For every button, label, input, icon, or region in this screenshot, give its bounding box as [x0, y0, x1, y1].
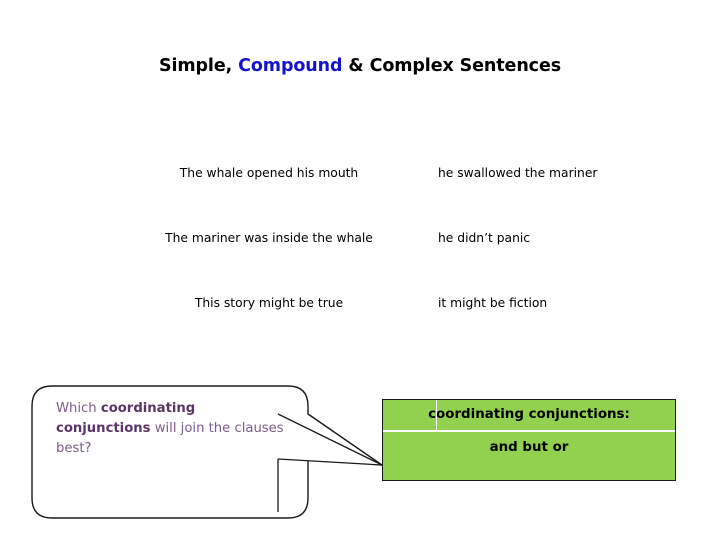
answer-box-cell-divider: [436, 400, 437, 431]
speech-bubble-outline-icon: [31, 385, 383, 519]
clause-table: The whale opened his mouth he swallowed …: [100, 140, 660, 335]
title-highlight-compound: Compound: [238, 56, 343, 76]
bubble-text-part1: Which: [56, 401, 101, 416]
speech-bubble-text: Which coordinating conjunctions will joi…: [56, 399, 284, 459]
answer-box: coordinating conjunctions: and but or: [382, 399, 676, 481]
clause-cell-left: The whale opened his mouth: [179, 165, 359, 180]
speech-bubble: Which coordinating conjunctions will joi…: [30, 384, 390, 520]
clause-cell-left: The mariner was inside the whale: [165, 230, 373, 245]
page-title: Simple, Compound & Complex Sentences: [0, 56, 720, 76]
title-part-before: Simple,: [158, 56, 239, 76]
table-row: The mariner was inside the whale he didn…: [100, 205, 660, 270]
clause-cell-right: it might be fiction: [438, 295, 548, 310]
clause-cell-right: he swallowed the mariner: [438, 165, 598, 180]
clause-cell-right: he didn’t panic: [438, 230, 531, 245]
bubble-text-bold: coordinating conjunctions: [56, 401, 196, 436]
table-row: This story might be true it might be fic…: [100, 270, 660, 335]
answer-box-heading-text: coordinating conjunctions:: [428, 407, 630, 422]
table-row: The whale opened his mouth he swallowed …: [100, 140, 660, 205]
answer-box-body: and but or: [489, 440, 569, 455]
title-part-after: & Complex Sentences: [342, 56, 562, 76]
clause-cell-left: This story might be true: [194, 295, 344, 310]
answer-box-heading: coordinating conjunctions:: [383, 400, 675, 432]
bubble-text-part2: will join the clauses best?: [56, 421, 284, 456]
